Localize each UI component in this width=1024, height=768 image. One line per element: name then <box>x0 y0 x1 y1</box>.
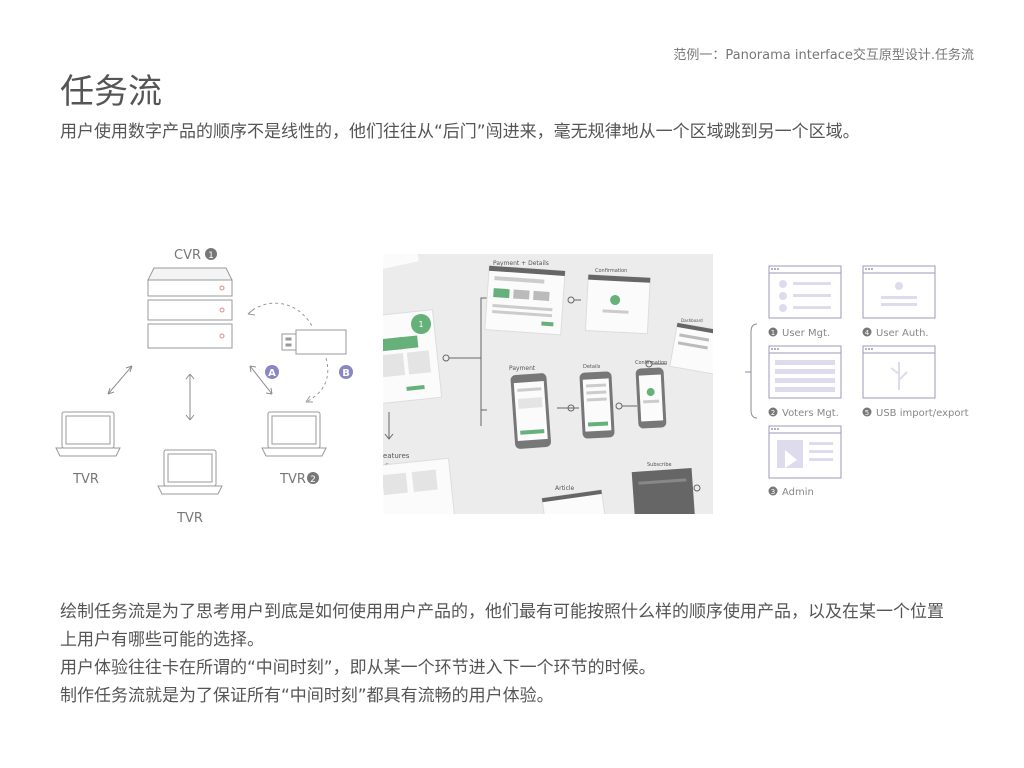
confirmation-top-card <box>584 274 651 335</box>
body-paragraph-2: 用户体验往往卡在所谓的“中间时刻”，即从某一个环节进入下一个环节的时候。 <box>60 658 656 678</box>
laptop-center-icon <box>157 449 223 495</box>
item-2-label: Voters Mgt. <box>782 408 839 419</box>
laptop-right-label: TVR <box>279 472 306 487</box>
label-article: Article <box>555 485 575 492</box>
group-bracket <box>750 323 758 419</box>
item-1-label: User Mgt. <box>782 328 830 339</box>
body-paragraph-3: 制作任务流就是为了保证所有“中间时刻”都具有流畅的用户体验。 <box>60 686 554 706</box>
body-paragraph-1: 绘制任务流是为了思考用户到底是如何使用用户产品的，他们最有可能按照什么样的顺序使… <box>60 602 944 650</box>
server-badge-circle <box>205 248 217 260</box>
marker-a: A <box>268 368 276 379</box>
label-details: Details <box>583 364 601 370</box>
confirmation-phone <box>635 367 667 429</box>
item-2-badge-circle <box>768 407 778 417</box>
label-dashboard: Dashboard <box>681 318 703 323</box>
marker-a-circle <box>265 365 279 379</box>
sitemap-svg: 1 User Mgt. 4 User Auth. 2 Voters Mgt. <box>745 265 969 498</box>
details-phone <box>579 371 615 439</box>
marker-b: B <box>342 368 350 379</box>
laptop-left-icon <box>55 411 121 457</box>
laptop-center-label: TVR <box>176 511 203 526</box>
item-3-num: 3 <box>771 488 775 496</box>
wireframe-user-auth <box>862 265 936 319</box>
wireframe-flow-image: 1 Payment + Details <box>383 254 713 514</box>
item-3-label: Admin <box>782 487 814 498</box>
wireframe-voters-mgt <box>768 345 842 399</box>
hardware-flow-diagram: CVR 1 <box>50 240 370 530</box>
server-label: CVR <box>174 248 201 263</box>
laptop-right-badge-circle <box>307 472 319 484</box>
label-features: eatures <box>383 452 410 460</box>
left-wireframe-card <box>383 309 443 405</box>
hardware-flow-svg: CVR 1 <box>55 248 353 526</box>
features-card <box>383 457 456 514</box>
item-5-label: USB import/export <box>876 408 969 419</box>
server-badge: 1 <box>208 251 214 261</box>
payment-phone <box>510 373 551 449</box>
item-4-label: User Auth. <box>876 328 929 339</box>
wireframe-flow-svg: 1 Payment + Details <box>383 254 713 514</box>
laptop-left-label: TVR <box>72 472 99 487</box>
item-1-num: 1 <box>771 329 775 337</box>
label-payment: Payment <box>509 365 536 372</box>
server-stack-icon <box>147 267 233 349</box>
label-confirmation-top: Confirmation <box>595 268 627 274</box>
page-subtitle: 用户使用数字产品的顺序不是线性的，他们往往从“后门”闯进来，毫无规律地从一个区域… <box>60 122 860 142</box>
usb-drive-icon <box>281 329 347 355</box>
payment-details-card <box>484 265 566 336</box>
item-5-badge-circle <box>862 407 872 417</box>
node-badge-circle <box>411 314 431 334</box>
item-1-badge-circle <box>768 327 778 337</box>
item-4-num: 4 <box>865 329 870 337</box>
dashed-curve-bottom <box>305 357 329 403</box>
page-title: 任务流 <box>60 72 162 112</box>
item-2-num: 2 <box>771 409 775 417</box>
dashboard-card <box>669 322 713 376</box>
label-subscribe: Subscribe <box>647 462 672 468</box>
marker-b-circle <box>339 365 353 379</box>
laptop-right-icon <box>261 411 327 457</box>
sitemap-wireframes: 1 User Mgt. 4 User Auth. 2 Voters Mgt. <box>745 262 975 502</box>
connection-arrows <box>107 365 273 421</box>
wireframe-user-mgt <box>768 265 842 319</box>
item-4-badge-circle <box>862 327 872 337</box>
article-card <box>541 489 607 514</box>
item-3-badge-circle <box>768 486 778 496</box>
label-confirmation: Confirmation <box>635 360 667 366</box>
header-note: 范例一：Panorama interface交互原型设计.任务流 <box>673 48 974 63</box>
item-5-num: 5 <box>865 409 869 417</box>
label-payment-details: Payment + Details <box>493 260 549 267</box>
wireframe-usb-import-export <box>862 345 936 399</box>
laptop-right-badge: 2 <box>310 475 316 485</box>
body-text: 绘制任务流是为了思考用户到底是如何使用用户产品的，他们最有可能按照什么样的顺序使… <box>60 598 960 710</box>
wireframe-admin <box>768 425 842 479</box>
subscribe-card <box>631 467 696 514</box>
node-badge: 1 <box>418 320 423 329</box>
dashed-curve-top <box>247 302 313 327</box>
